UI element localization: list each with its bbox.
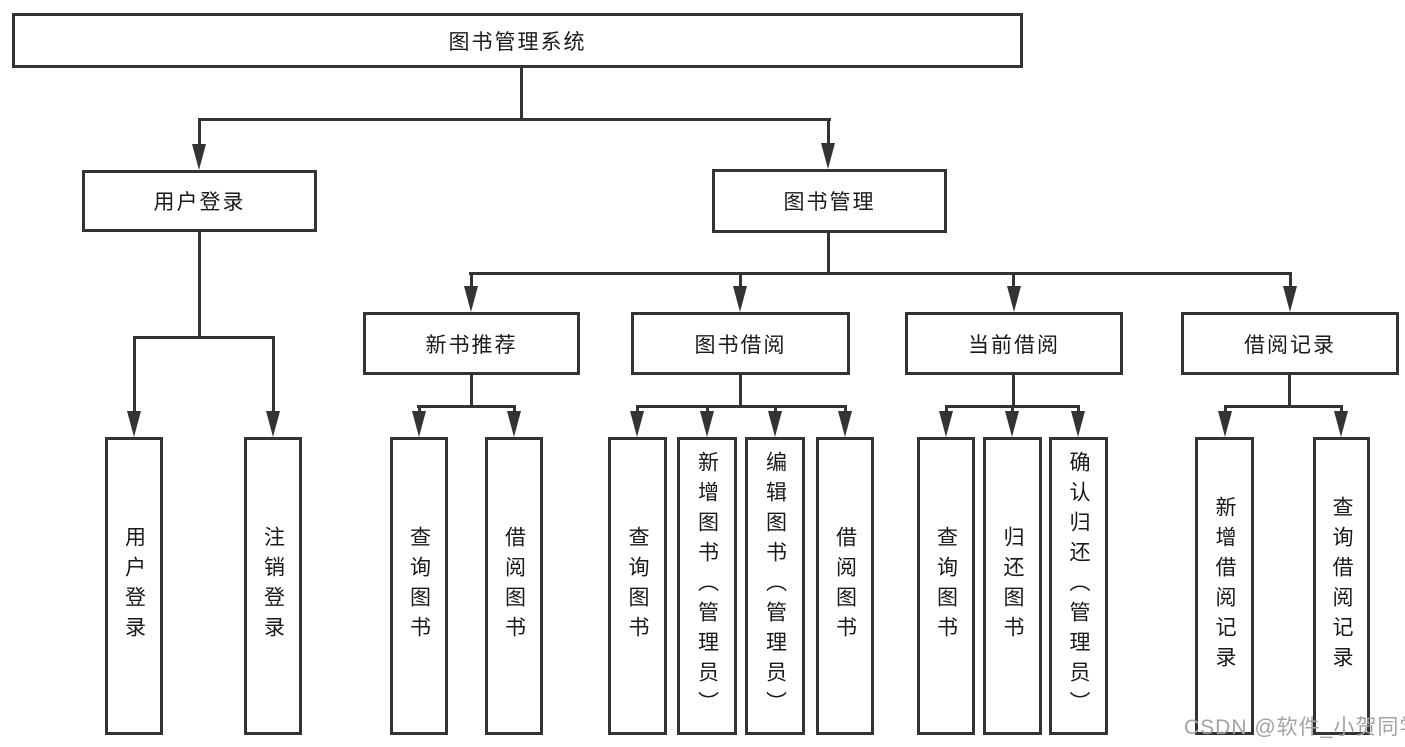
arrow-down-icon <box>1283 286 1297 312</box>
connector-stem <box>198 232 201 339</box>
connector-stub <box>636 405 639 415</box>
connector-stub <box>133 336 136 415</box>
connector-level3-rail <box>469 272 1292 275</box>
arrow-down-icon <box>1071 411 1085 437</box>
node-leaf-add-books-admin: 新增图书（管理员） <box>677 437 737 735</box>
node-book-borrowing: 图书借阅 <box>631 312 850 375</box>
node-label: 借阅图书 <box>502 526 526 646</box>
connector-rail <box>1224 405 1342 408</box>
node-label: 图书借阅 <box>694 333 787 357</box>
node-label: 新书推荐 <box>425 333 518 357</box>
node-user-login: 用户登录 <box>82 170 317 232</box>
node-label: 注销登录 <box>261 526 285 646</box>
connector-stub <box>945 405 948 415</box>
node-current-borrowing: 当前借阅 <box>905 312 1123 375</box>
connector-stub <box>844 405 847 415</box>
connector-stem <box>1288 375 1291 407</box>
arrow-down-icon <box>733 286 747 312</box>
node-label: 查询图书 <box>934 526 958 646</box>
connector-stub <box>418 405 421 415</box>
connector-rail <box>417 405 516 408</box>
node-leaf-confirm-return-admin: 确认归还（管理员） <box>1049 437 1108 735</box>
node-label: 图书管理系统 <box>448 30 587 54</box>
node-label: 新增图书（管理员） <box>695 451 719 721</box>
node-book-management: 图书管理 <box>712 169 947 233</box>
arrow-down-icon <box>1005 411 1019 437</box>
connector-stub <box>513 405 516 415</box>
arrow-down-icon <box>838 411 852 437</box>
connector-stub <box>1011 405 1014 415</box>
node-leaf-borrow-books-recommend: 借阅图书 <box>485 437 543 735</box>
connector-stub <box>198 118 201 148</box>
arrow-down-icon <box>821 143 835 169</box>
connector-stub <box>470 272 473 290</box>
node-new-book-recommendation: 新书推荐 <box>363 312 580 375</box>
node-book-management-system: 图书管理系统 <box>12 13 1023 68</box>
arrow-down-icon <box>507 411 521 437</box>
arrow-down-icon <box>768 411 782 437</box>
connector-stub <box>1077 405 1080 415</box>
connector-stub <box>1289 272 1292 290</box>
node-label: 归还图书 <box>1001 526 1024 646</box>
node-leaf-return-books: 归还图书 <box>983 437 1042 735</box>
node-borrowing-records: 借阅记录 <box>1181 312 1399 375</box>
node-label: 编辑图书（管理员） <box>763 451 787 721</box>
connector-stub <box>272 336 275 415</box>
node-leaf-borrow-books-borrowing: 借阅图书 <box>816 437 874 735</box>
connector-rail <box>133 336 275 339</box>
arrow-down-icon <box>1007 286 1021 312</box>
node-leaf-query-books-borrowing: 查询图书 <box>608 437 667 735</box>
arrow-down-icon <box>266 411 280 437</box>
connector-stem <box>470 375 473 407</box>
connector-rail <box>636 405 846 408</box>
connector-stub <box>827 118 830 148</box>
node-leaf-add-borrow-record: 新增借阅记录 <box>1195 437 1254 735</box>
arrow-down-icon <box>464 286 478 312</box>
arrow-down-icon <box>630 411 644 437</box>
connector-level2-rail <box>198 118 831 121</box>
arrow-down-icon <box>700 411 714 437</box>
node-label: 当前借阅 <box>968 333 1060 357</box>
node-label: 查询图书 <box>626 526 649 646</box>
node-label: 借阅图书 <box>833 526 857 646</box>
connector-stem <box>1012 375 1015 407</box>
csdn-watermark: CSDN @软件_小贺同学 <box>1184 716 1405 739</box>
node-leaf-query-borrow-record: 查询借阅记录 <box>1313 437 1370 735</box>
connector-stem <box>739 375 742 407</box>
connector-stub <box>706 405 709 415</box>
node-label: 查询借阅记录 <box>1330 496 1353 676</box>
node-leaf-edit-books-admin: 编辑图书（管理员） <box>745 437 805 735</box>
arrow-down-icon <box>1334 411 1348 437</box>
connector-stub <box>1012 272 1015 290</box>
connector-stub <box>739 272 742 290</box>
arrow-down-icon <box>192 144 206 170</box>
connector-stub <box>1340 405 1343 415</box>
arrow-down-icon <box>412 411 426 437</box>
arrow-down-icon <box>127 411 141 437</box>
node-label: 图书管理 <box>783 191 876 214</box>
node-label: 借阅记录 <box>1244 333 1336 357</box>
node-leaf-query-books-recommend: 查询图书 <box>390 437 448 735</box>
node-label: 用户登录 <box>122 526 146 646</box>
connector-root-stem <box>520 68 523 121</box>
connector-stem <box>827 233 830 275</box>
connector-stub <box>774 405 777 415</box>
node-label: 确认归还（管理员） <box>1067 451 1090 721</box>
node-leaf-query-books-current: 查询图书 <box>917 437 975 735</box>
connector-stub <box>1224 405 1227 415</box>
node-leaf-logout: 注销登录 <box>244 437 302 735</box>
node-label: 查询图书 <box>407 526 431 646</box>
arrow-down-icon <box>939 411 953 437</box>
node-label: 用户登录 <box>153 191 246 214</box>
arrow-down-icon <box>1218 411 1232 437</box>
node-label: 新增借阅记录 <box>1213 496 1236 676</box>
node-leaf-user-login: 用户登录 <box>105 437 163 735</box>
